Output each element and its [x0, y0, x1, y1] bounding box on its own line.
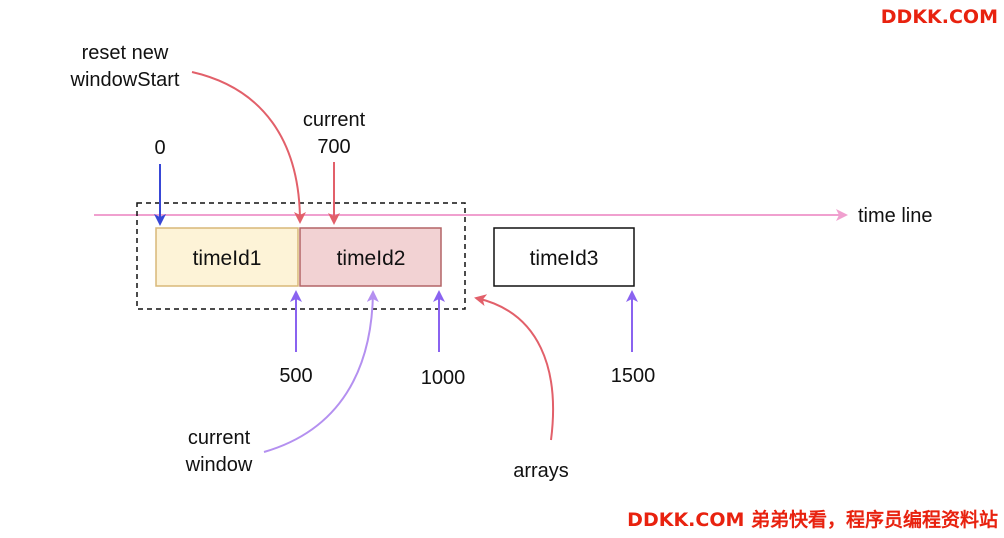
current-time-label-line1: current: [303, 109, 366, 131]
current-window-frame: [136, 202, 466, 310]
tick-label-0: 0: [154, 137, 165, 159]
tick-label-1500: 1500: [611, 365, 656, 387]
reset-window-start-label-line1: reset new: [82, 42, 169, 64]
time-bucket-3-label: timeId3: [530, 247, 599, 270]
time-bucket-1-box: [155, 227, 299, 287]
time-bucket-1-label: timeId1: [193, 247, 262, 270]
tick-label-1000: 1000: [421, 367, 466, 389]
reset-window-start-label-line2: windowStart: [70, 69, 180, 91]
current-window-arrow: [263, 290, 379, 453]
time-bucket-2: timeId2: [299, 227, 442, 287]
time-bucket-2-label: timeId2: [337, 247, 406, 270]
time-bucket-1: timeId1: [155, 227, 299, 287]
time-line-label: time line: [858, 205, 932, 227]
watermark-top: DDKK.COM: [880, 6, 998, 28]
arrays-label: arrays: [513, 460, 569, 482]
arrays-arrow: [474, 294, 555, 441]
reset-window-start-arrow: [191, 71, 306, 224]
tick-label-500: 500: [279, 365, 312, 387]
time-bucket-3: timeId3: [493, 227, 635, 287]
current-window-label-line1: current: [188, 427, 251, 449]
current-time-label-line2: 700: [317, 136, 350, 158]
time-bucket-2-box: [299, 227, 442, 287]
time-bucket-3-box: [493, 227, 635, 287]
watermark-bottom: DDKK.COM 弟弟快看，程序员编程资料站: [627, 509, 998, 531]
current-window-label-line2: window: [185, 454, 253, 476]
